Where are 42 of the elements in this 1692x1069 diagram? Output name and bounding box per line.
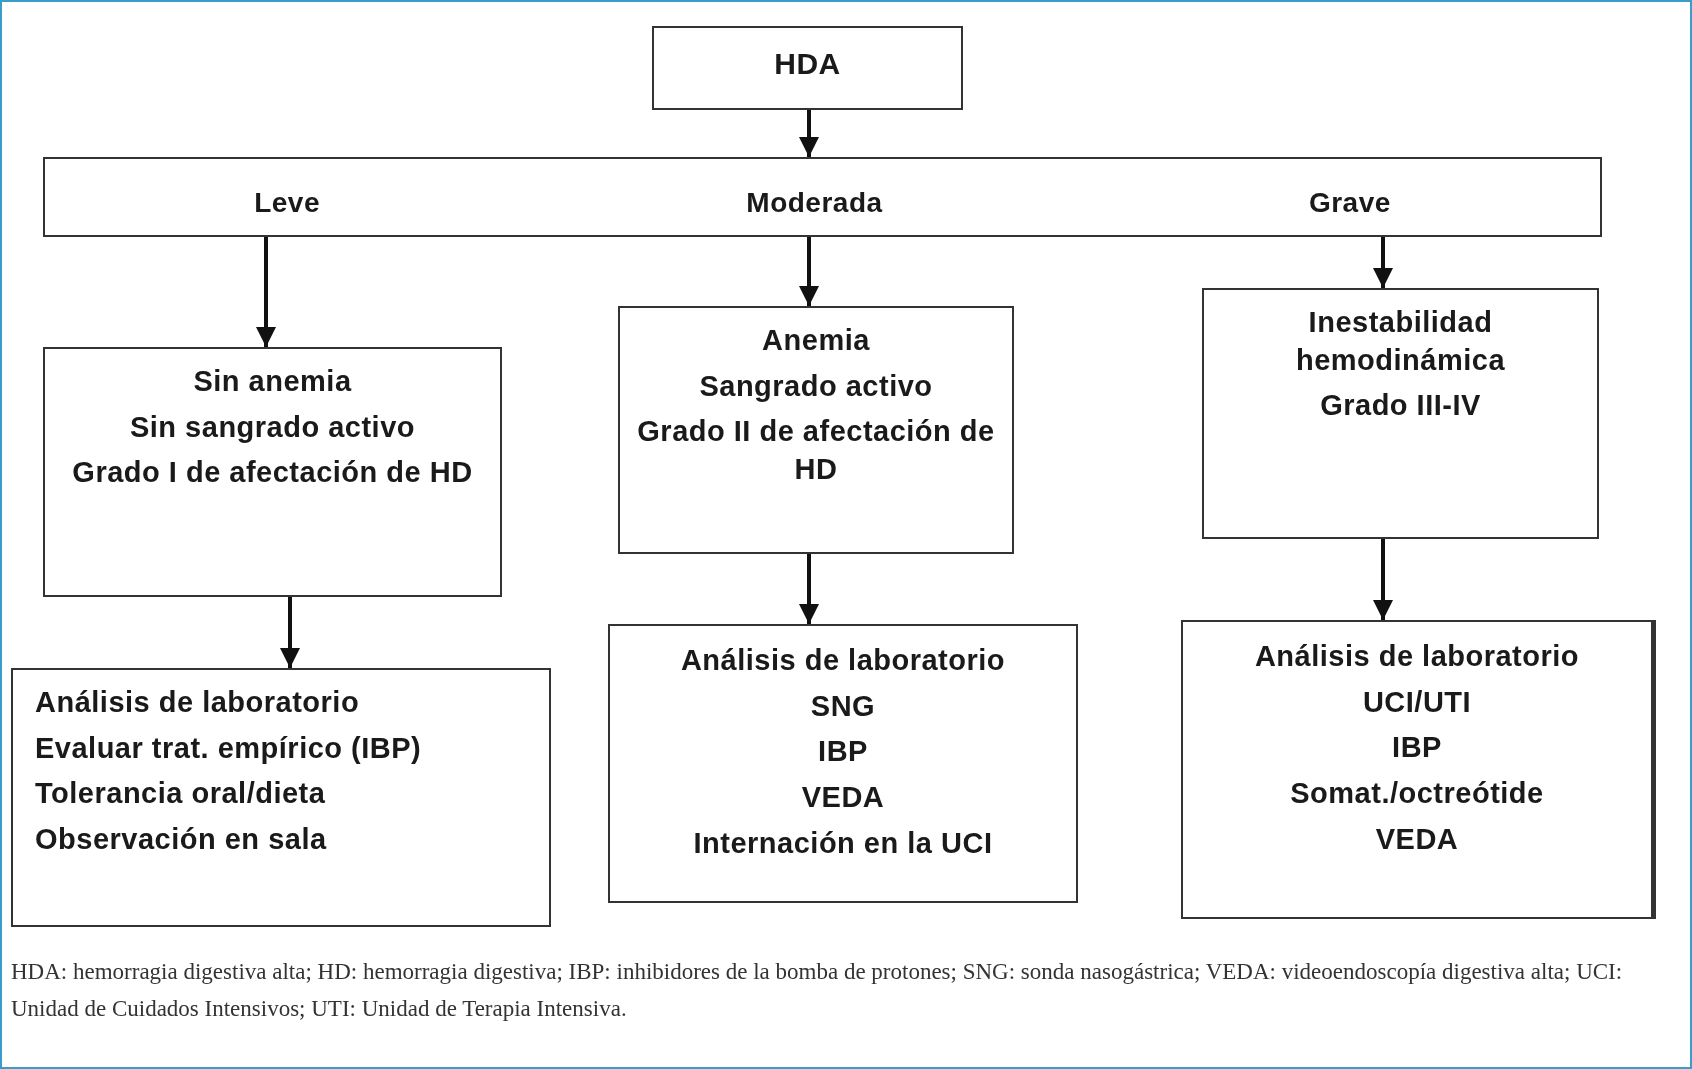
- arrow: [1373, 237, 1393, 288]
- process-box: [1181, 620, 1656, 919]
- arrow: [256, 237, 276, 347]
- process-box: [652, 26, 963, 110]
- box-text: VEDA: [1375, 821, 1459, 857]
- process-box: [608, 624, 1078, 903]
- box-text: Análisis de laboratorio: [35, 685, 360, 720]
- box-text: SNG: [810, 688, 876, 724]
- box-text: Sangrado activo: [699, 368, 933, 404]
- severity-label: Moderada: [746, 185, 883, 220]
- arrow: [799, 554, 819, 624]
- box-text: Grado III-IV: [1320, 388, 1481, 424]
- box-text: HDA: [774, 46, 841, 82]
- box-text: Grado I de afectación de HD: [72, 455, 473, 491]
- arrow: [799, 110, 819, 157]
- caption: HDA: hemorragia digestiva alta; HD: hemorragia digestiva; IBP: inhibidores de la bomba de protones; SNG: sonda nasogástrica; VEDA: videoendoscopía digestiva alta; UCI: Unidad de Cuidados Intensivos; UTI: Unidad de Terapia Intensiva.: [11, 958, 1624, 1023]
- process-box: [11, 668, 551, 927]
- box-text: Somat./octreótide: [1290, 776, 1544, 812]
- box-text: Observación en sala: [35, 822, 327, 858]
- arrow: [280, 597, 300, 668]
- box-text: Sin sangrado activo: [129, 409, 416, 445]
- box-text: Internación en la UCI: [693, 825, 993, 861]
- box-text: IBP: [818, 734, 868, 770]
- severity-label: Leve: [254, 185, 320, 220]
- box-text: UCI/UTI: [1362, 684, 1472, 720]
- box-text: Tolerancia oral/dieta: [35, 776, 326, 812]
- box-text: VEDA: [801, 780, 885, 816]
- box-text: Análisis de laboratorio: [680, 643, 1006, 678]
- process-box: [43, 347, 502, 597]
- box-text: Análisis de laboratorio: [1254, 639, 1580, 674]
- box-text: Anemia: [762, 323, 870, 358]
- arrow: [799, 237, 819, 306]
- box-text: IBP: [1392, 730, 1442, 766]
- severity-label: Grave: [1308, 185, 1391, 220]
- box-text: Grado II de afectación de HD: [636, 414, 996, 488]
- box-text: Sin anemia: [193, 364, 352, 399]
- process-box: [43, 157, 1602, 237]
- box-text: Evaluar trat. empírico (IBP): [35, 730, 422, 766]
- box-text: Inestabilidad hemodinámica: [1294, 305, 1507, 378]
- process-box: [1202, 288, 1599, 539]
- arrow: [1373, 539, 1393, 620]
- process-box: [618, 306, 1014, 554]
